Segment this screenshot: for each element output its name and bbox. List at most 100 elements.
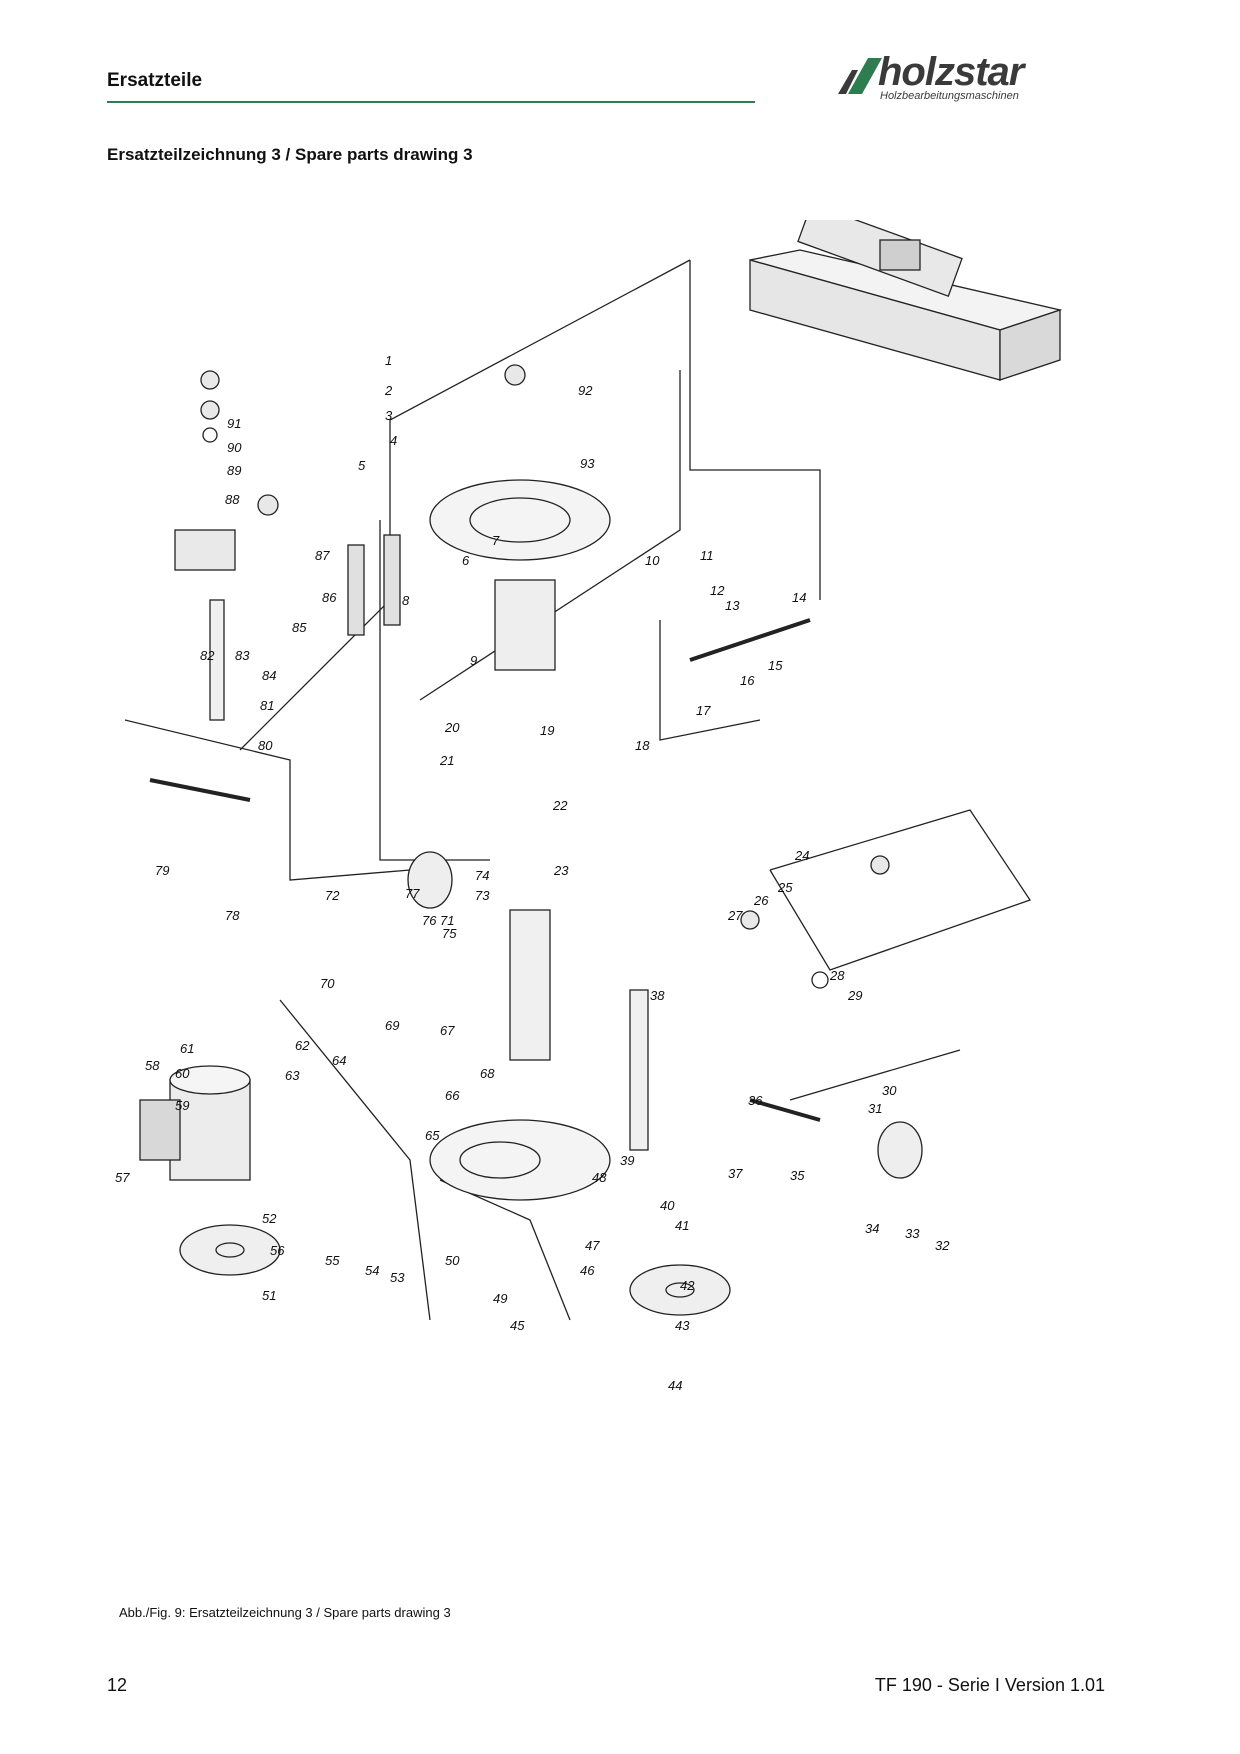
part-label: 45 [510,1318,525,1333]
part-label: 69 [385,1018,399,1033]
part-label: 62 [295,1038,310,1053]
part-label: 65 [425,1128,440,1143]
part-label: 4 [390,433,397,448]
part-label: 25 [777,880,793,895]
page-number: 12 [107,1675,128,1695]
part-label: 67 [440,1023,455,1038]
brand-logo: holzstar Holzbearbeitungsmaschinen [838,50,1108,104]
part-label: 42 [680,1278,695,1293]
part-label: 47 [585,1238,600,1253]
part-label: 16 [740,673,755,688]
part-label: 20 [444,720,460,735]
part-label: 88 [225,492,240,507]
part-label: 3 [385,408,393,423]
part-label: 34 [865,1221,879,1236]
part-label: 60 [175,1066,190,1081]
part-label: 75 [442,926,457,941]
part-label: 57 [115,1170,130,1185]
part-label: 80 [258,738,273,753]
part-label: 11 [700,548,714,563]
part-label: 63 [285,1068,300,1083]
part-label: 91 [227,416,241,431]
part-label: 89 [227,463,241,478]
part-label: 86 [322,590,337,605]
part-label: 28 [829,968,845,983]
part-label: 87 [315,548,330,563]
part-label: 1 [385,353,392,368]
part-label: 24 [794,848,809,863]
part-label: 38 [650,988,665,1003]
part-label: 23 [553,863,569,878]
part-label: 17 [696,703,711,718]
part-label: 29 [847,988,862,1003]
part-label: 2 [384,383,393,398]
part-label: 68 [480,1066,495,1081]
part-label: 26 [753,893,769,908]
part-label: 10 [645,553,660,568]
part-label: 7 [492,533,500,548]
part-label: 64 [332,1053,346,1068]
part-label: 85 [292,620,307,635]
part-label: 32 [935,1238,950,1253]
part-label: 92 [578,383,593,398]
part-label: 61 [180,1041,194,1056]
part-label: 83 [235,648,250,663]
part-label: 79 [155,863,169,878]
part-label: 8 [402,593,410,608]
part-label: 46 [580,1263,595,1278]
part-label: 84 [262,668,276,683]
part-label: 50 [445,1253,460,1268]
logo-tagline: Holzbearbeitungsmaschinen [880,90,1019,102]
part-label: 31 [868,1101,882,1116]
part-label: 9 [470,653,477,668]
part-label: 27 [727,908,743,923]
part-label: 19 [540,723,554,738]
part-label: 78 [225,908,240,923]
part-label: 82 [200,648,215,663]
part-label: 76 [422,913,437,928]
part-label: 70 [320,976,335,991]
part-label: 48 [592,1170,607,1185]
part-label: 6 [462,553,470,568]
part-label: 12 [710,583,725,598]
part-label: 59 [175,1098,189,1113]
logo-mark-icon [838,58,882,94]
part-label: 52 [262,1211,277,1226]
part-label: 40 [660,1198,675,1213]
figure-caption: Abb./Fig. 9: Ersatzteilzeichnung 3 / Spa… [119,1605,451,1620]
part-label: 51 [262,1288,276,1303]
part-label: 5 [358,458,366,473]
part-label: 36 [748,1093,763,1108]
part-label: 33 [905,1226,920,1241]
part-label: 13 [725,598,740,613]
document-version: TF 190 - Serie I Version 1.01 [874,1675,1105,1695]
part-label: 41 [675,1218,689,1233]
part-label: 72 [325,888,340,903]
part-label: 43 [675,1318,690,1333]
part-label: 15 [768,658,783,673]
part-label: 44 [668,1378,682,1393]
part-label: 30 [882,1083,897,1098]
part-label: 49 [493,1291,507,1306]
part-label: 55 [325,1253,340,1268]
part-label: 71 [440,913,454,928]
part-label: 39 [620,1153,634,1168]
part-label: 35 [790,1168,805,1183]
part-label: 56 [270,1243,285,1258]
header-divider [107,101,755,103]
part-label: 73 [475,888,490,903]
part-label: 53 [390,1270,405,1285]
page-header-title: Ersatzteile [107,70,203,91]
part-label: 22 [552,798,568,813]
part-label: 66 [445,1088,460,1103]
part-label: 37 [728,1166,743,1181]
part-label: 77 [405,886,420,901]
part-label: 81 [260,698,274,713]
part-label: 93 [580,456,595,471]
part-label: 58 [145,1058,160,1073]
part-label: 14 [792,590,806,605]
section-title: Ersatzteilzeichnung 3 / Spare parts draw… [107,145,473,164]
part-label: 21 [439,753,454,768]
part-label: 74 [475,868,489,883]
part-label: 18 [635,738,650,753]
